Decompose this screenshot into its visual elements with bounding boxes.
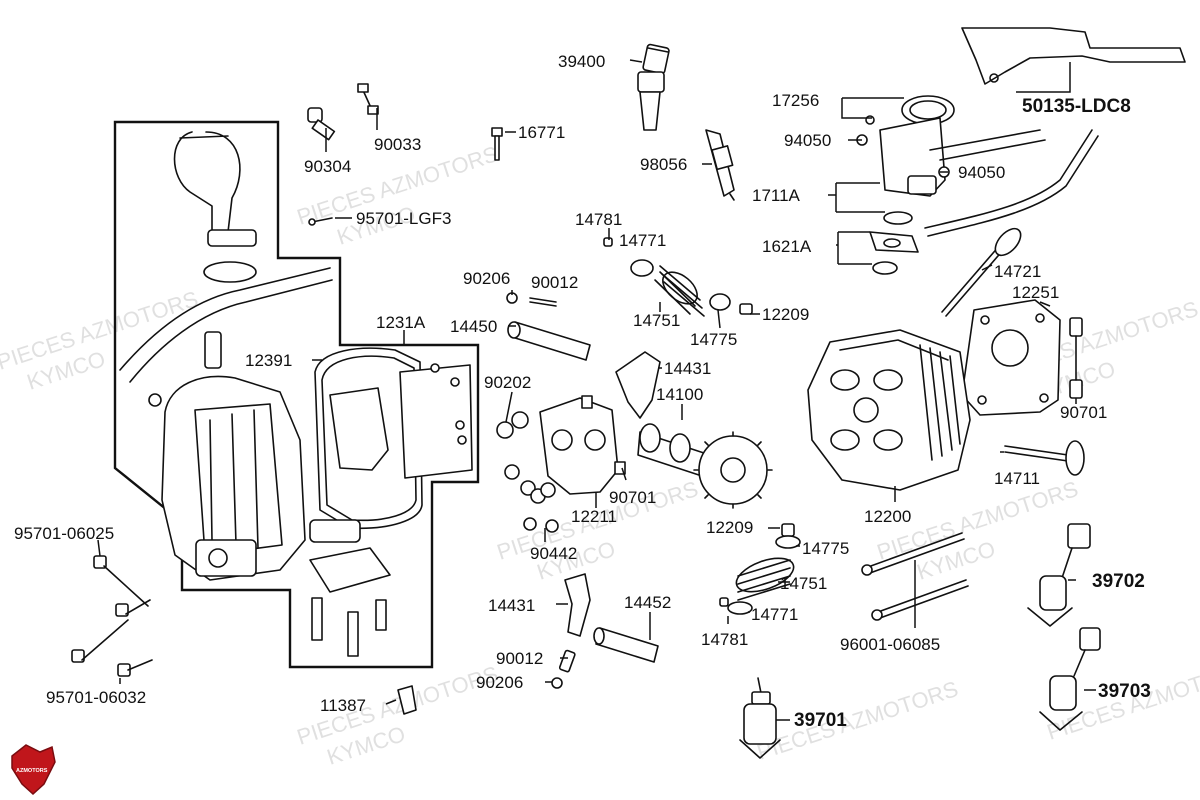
bolt-90304 bbox=[307, 107, 336, 141]
bracket bbox=[961, 27, 1186, 85]
label-90206: 90206 bbox=[463, 269, 510, 288]
label-14771: 14771 bbox=[619, 231, 666, 250]
label-90304: 90304 bbox=[304, 157, 351, 176]
sensor-39702 bbox=[1027, 523, 1091, 627]
rocker-arm-bottom bbox=[564, 573, 591, 637]
label-96001-06085: 96001-06085 bbox=[840, 635, 940, 654]
label-14721: 14721 bbox=[994, 262, 1041, 281]
rocker-shaft-bottom bbox=[593, 627, 659, 663]
label-1621A: 1621A bbox=[762, 237, 812, 256]
label-14751: 14751 bbox=[780, 574, 827, 593]
rocker-shaft bbox=[507, 321, 591, 361]
nuts-washers bbox=[496, 411, 559, 533]
label-90701: 90701 bbox=[609, 488, 656, 507]
camshaft bbox=[637, 423, 773, 509]
label-14771: 14771 bbox=[751, 605, 798, 624]
label-11387: 11387 bbox=[320, 696, 366, 715]
label-14781: 14781 bbox=[575, 210, 622, 229]
label-17256: 17256 bbox=[772, 91, 819, 110]
label-90012: 90012 bbox=[531, 273, 578, 292]
label-16771: 16771 bbox=[518, 123, 565, 142]
label-12209: 12209 bbox=[706, 518, 753, 537]
dowel-pin bbox=[1069, 317, 1083, 337]
thermostat-housing bbox=[856, 95, 1046, 225]
cylinder-head-cover bbox=[148, 331, 306, 581]
bolt-16771 bbox=[491, 127, 503, 161]
label-95701-06025: 95701-06025 bbox=[14, 524, 114, 543]
cover-plate bbox=[309, 363, 473, 657]
label-12251: 12251 bbox=[1012, 283, 1059, 302]
label-14781: 14781 bbox=[701, 630, 748, 649]
label-98056: 98056 bbox=[640, 155, 687, 174]
logo-shield bbox=[11, 744, 56, 796]
bolt-90033 bbox=[357, 83, 379, 115]
studs bbox=[861, 532, 969, 621]
adjusting-screw-top bbox=[506, 292, 557, 307]
label-12391: 12391 bbox=[245, 351, 292, 370]
label-12209: 12209 bbox=[762, 305, 809, 324]
azmotors-logo: AZMOTORS bbox=[11, 744, 56, 796]
label-12200: 12200 bbox=[864, 507, 911, 526]
label-90701: 90701 bbox=[1060, 403, 1107, 422]
label-14775: 14775 bbox=[690, 330, 737, 349]
coolant-hose bbox=[924, 129, 1093, 229]
clip bbox=[397, 685, 417, 715]
label-50135-LDC8: 50135-LDC8 bbox=[1022, 96, 1131, 117]
camshaft-holder bbox=[539, 395, 626, 495]
label-90202: 90202 bbox=[484, 373, 531, 392]
intake-valve bbox=[1004, 440, 1085, 476]
label-90012: 90012 bbox=[496, 649, 543, 668]
label-39703: 39703 bbox=[1098, 681, 1151, 702]
coolant-hose bbox=[927, 135, 1099, 237]
label-39702: 39702 bbox=[1092, 571, 1145, 592]
sensor-39701 bbox=[739, 677, 781, 759]
adjusting-screw-bottom bbox=[551, 649, 576, 689]
rocker-arm-top bbox=[615, 351, 661, 419]
label-14450: 14450 bbox=[450, 317, 497, 336]
gasket-1621A bbox=[869, 231, 919, 275]
label-14711: 14711 bbox=[994, 469, 1040, 488]
head-gasket bbox=[961, 299, 1061, 416]
leader-lines bbox=[97, 59, 1096, 721]
label-90033: 90033 bbox=[374, 135, 421, 154]
flange-bolts bbox=[71, 555, 153, 677]
label-1711A: 1711A bbox=[752, 186, 801, 205]
label-39400: 39400 bbox=[558, 52, 605, 71]
logo-text: AZMOTORS bbox=[16, 768, 48, 774]
label-1231A: 1231A bbox=[376, 313, 426, 332]
label-94050: 94050 bbox=[958, 163, 1005, 182]
exhaust-valve bbox=[941, 227, 1022, 317]
label-14452: 14452 bbox=[624, 593, 671, 612]
label-14431: 14431 bbox=[664, 359, 711, 378]
label-39701: 39701 bbox=[794, 710, 847, 731]
label-14100: 14100 bbox=[656, 385, 703, 404]
spark-plug bbox=[705, 129, 735, 201]
label-90442: 90442 bbox=[530, 544, 577, 563]
label-94050: 94050 bbox=[784, 131, 831, 150]
label-90206: 90206 bbox=[476, 673, 523, 692]
label-14775: 14775 bbox=[802, 539, 849, 558]
label-14751: 14751 bbox=[633, 311, 680, 330]
valve-spring-bottom bbox=[719, 523, 801, 615]
screw-95701-LGF3 bbox=[308, 217, 333, 226]
temperature-sensor bbox=[637, 43, 670, 131]
label-12211: 12211 bbox=[571, 507, 617, 526]
breather-pipe bbox=[119, 131, 333, 383]
label-14431: 14431 bbox=[488, 596, 535, 615]
label-95701-06032: 95701-06032 bbox=[46, 688, 146, 707]
cylinder-head bbox=[807, 329, 971, 491]
part-labels: 50135-LDC8 39400 17256 94050 94050 90033… bbox=[14, 52, 1151, 731]
label-95701-LGF3: 95701-LGF3 bbox=[356, 209, 451, 228]
dowel-pin bbox=[1069, 379, 1083, 399]
sensor-39703 bbox=[1039, 627, 1101, 731]
valve-spring-top bbox=[603, 237, 753, 317]
